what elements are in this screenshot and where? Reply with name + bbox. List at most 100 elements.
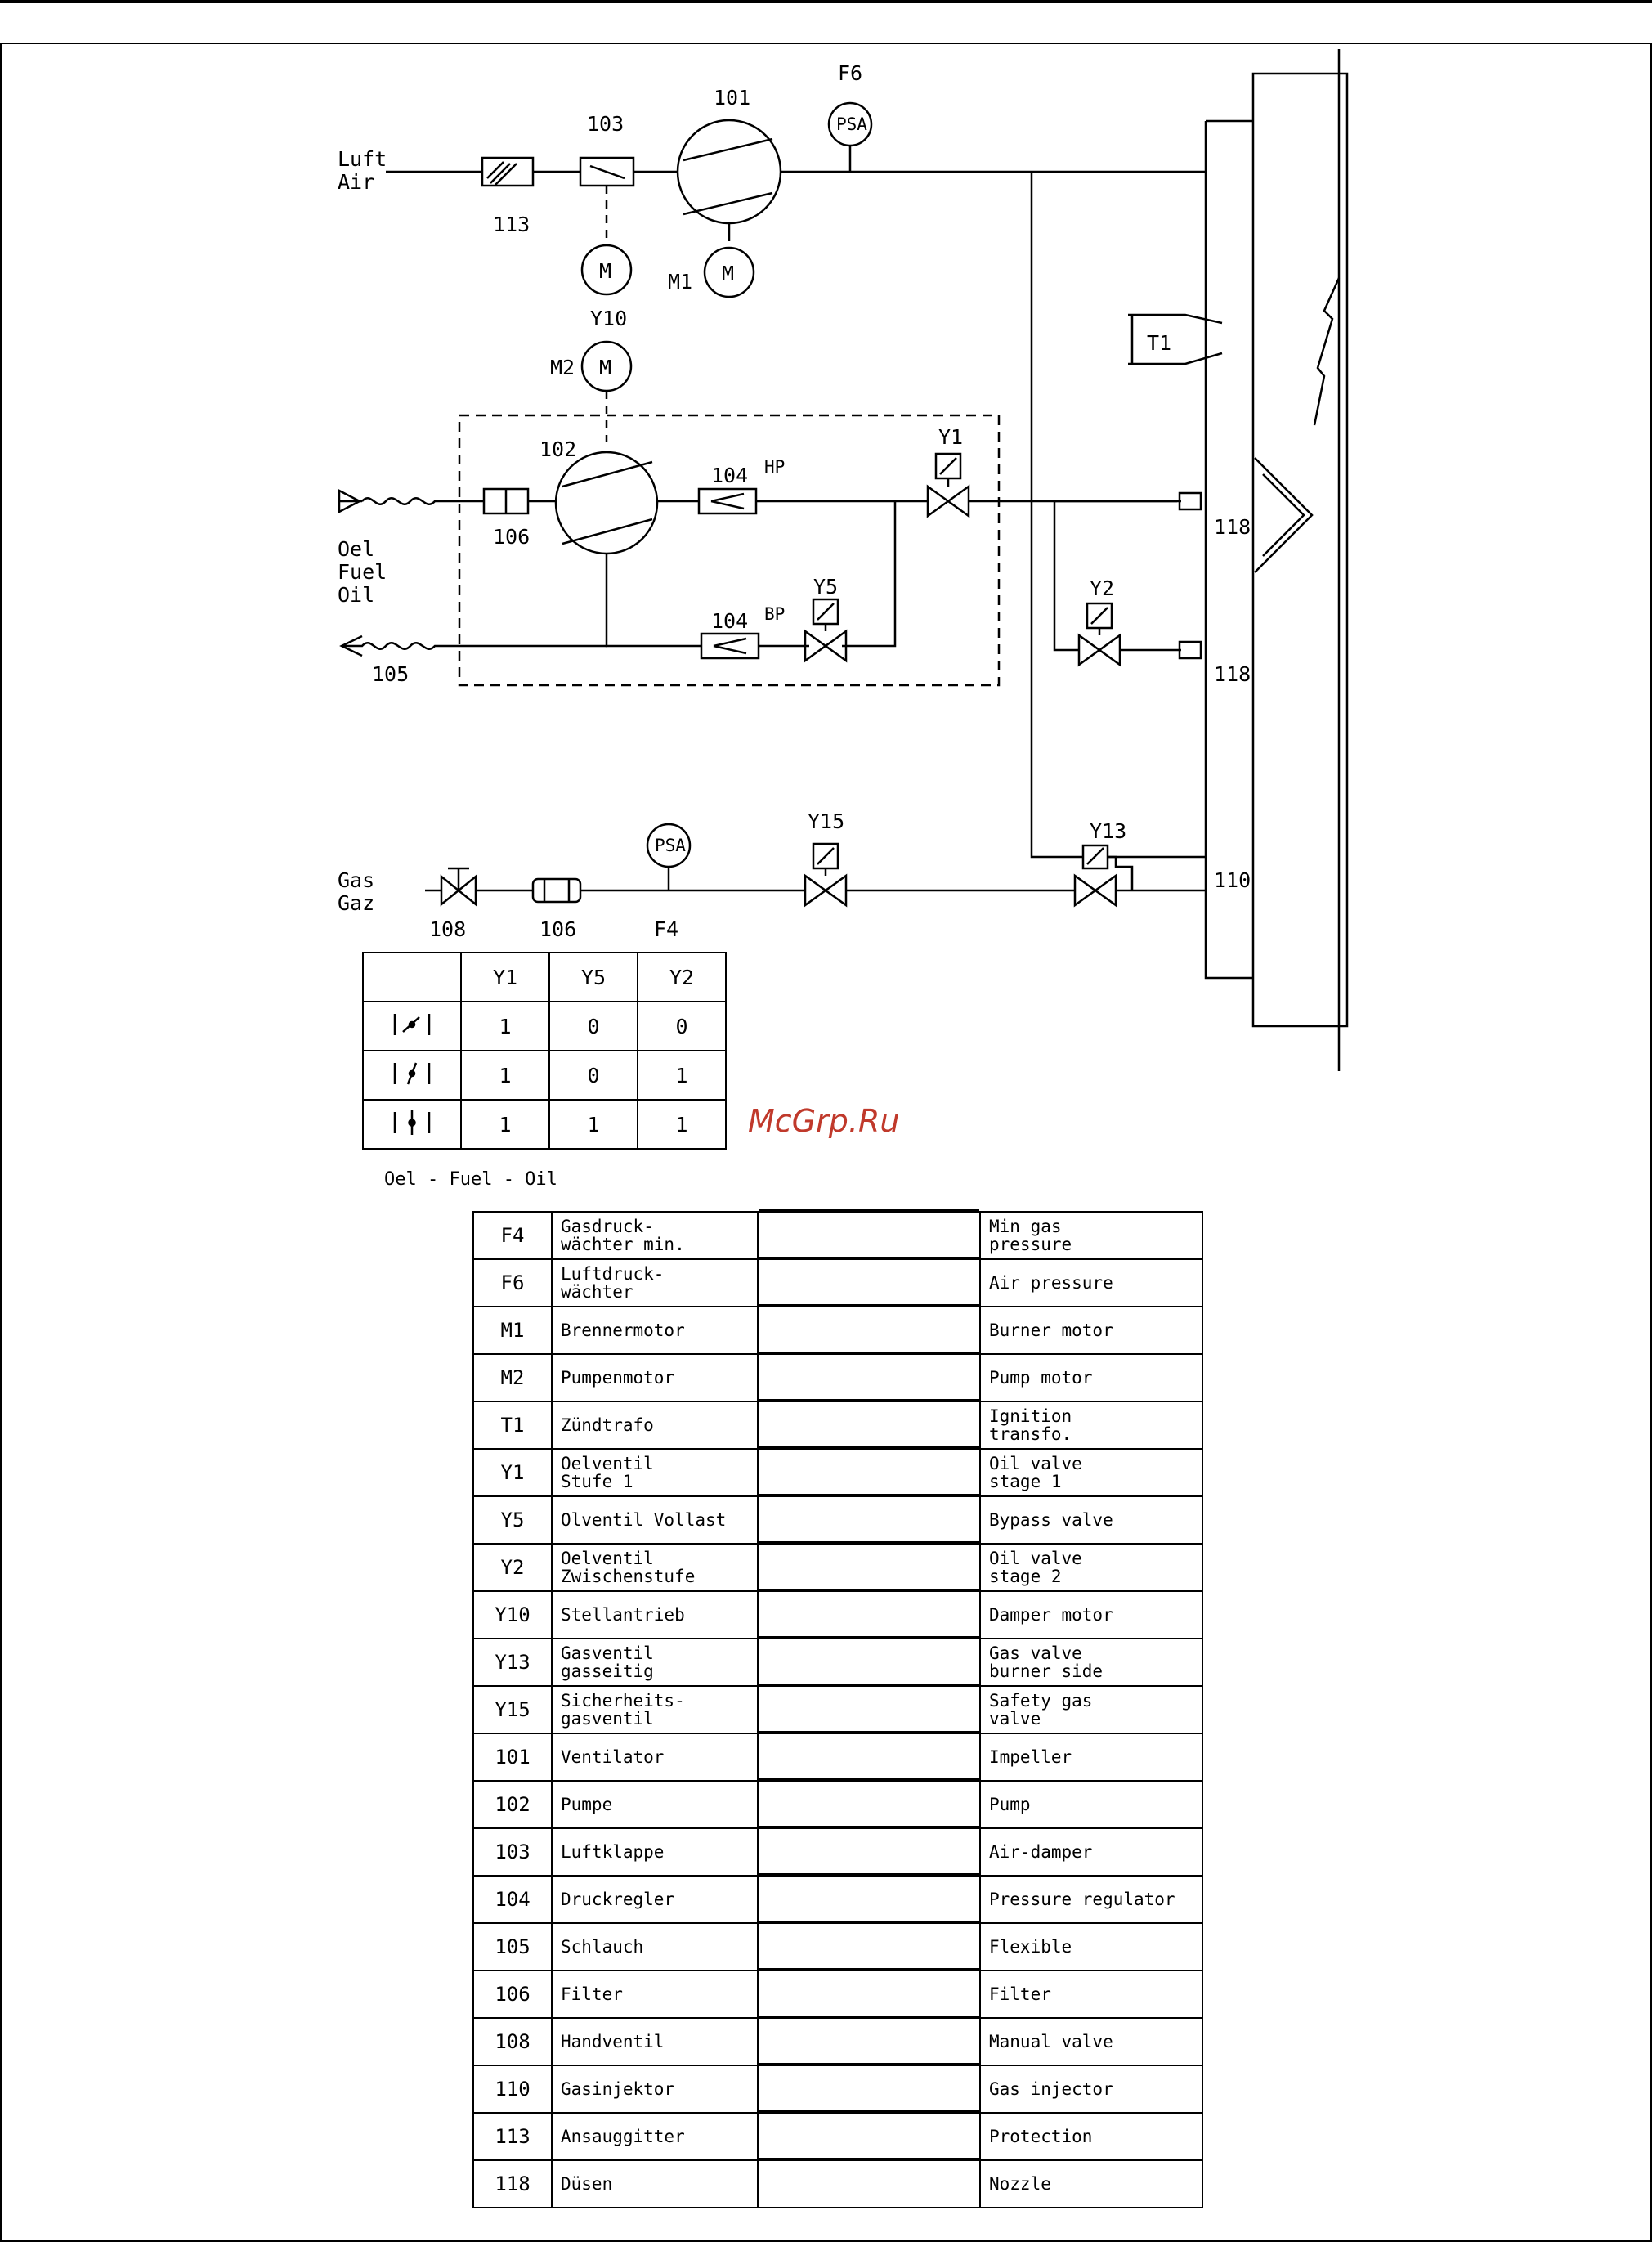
legend-code: 103	[472, 1827, 553, 1877]
burner-schematic: Luft Air 113 103 101 F6 PSA M M1 M Y10 M…	[338, 49, 1349, 1139]
label-y15: Y15	[808, 809, 844, 833]
damper-motor	[580, 244, 633, 296]
legend-german: Gasinjektor	[551, 2065, 759, 2114]
legend-german: Stellantrieb	[551, 1590, 759, 1639]
legend-english: Pump	[979, 1780, 1203, 1829]
burner-body	[1204, 119, 1253, 980]
legend-blank-cell	[757, 2064, 981, 2114]
psa-f6	[827, 101, 873, 147]
label-m1-motor: M	[722, 262, 734, 285]
label-118-a: 118	[1214, 515, 1251, 539]
legend-blank-cell	[757, 1258, 981, 1307]
header-blank	[362, 952, 462, 1002]
state-row: 1 0 0	[362, 1001, 727, 1051]
page-top-rule	[0, 0, 1652, 3]
damper-low-icon	[393, 1014, 431, 1035]
legend-german: Olventil Vollast	[551, 1495, 759, 1545]
label-102: 102	[539, 437, 576, 461]
state-table-header: Y1 Y5 Y2	[362, 952, 727, 1002]
legend-code: Y5	[472, 1495, 553, 1545]
legend-german: Zündtrafo	[551, 1401, 759, 1450]
label-psa-f6: PSA	[836, 114, 867, 134]
legend-english: Pressure regulator	[979, 1875, 1203, 1924]
pump-102	[554, 451, 659, 555]
motor-m1	[703, 246, 755, 298]
label-y5: Y5	[813, 575, 838, 599]
label-hp: HP	[764, 457, 785, 477]
label-y13: Y13	[1090, 819, 1126, 843]
stage-1-symbol	[362, 1001, 462, 1051]
valve-y2	[1077, 633, 1121, 667]
cell-y1: 1	[460, 1050, 550, 1101]
header-y1: Y1	[460, 952, 550, 1002]
legend-english: Ignition transfo.	[979, 1401, 1203, 1450]
burner-housing	[1251, 72, 1349, 1028]
legend-code: F6	[472, 1258, 553, 1307]
legend-blank-cell	[757, 1637, 981, 1687]
legend-code: M1	[472, 1306, 553, 1355]
label-m2-motor: M	[599, 356, 611, 379]
regulator-104-bp	[700, 632, 760, 660]
label-y10: Y10	[590, 307, 627, 330]
blast-tube	[1313, 277, 1341, 426]
legend-code: 106	[472, 1970, 553, 2019]
legend-code: Y1	[472, 1448, 553, 1497]
legend-blank-cell	[757, 2016, 981, 2066]
nozzle-118-a	[1178, 491, 1202, 511]
legend-german: Handventil	[551, 2017, 759, 2066]
legend-english: Protection	[979, 2112, 1203, 2161]
legend-code: 118	[472, 2159, 553, 2208]
legend-code: Y15	[472, 1685, 553, 1734]
label-oel: Oel	[338, 537, 374, 561]
legend-code: 105	[472, 1922, 553, 1971]
legend-german: Ventilator	[551, 1733, 759, 1782]
valve-y15	[804, 873, 848, 908]
legend-code: M2	[472, 1353, 553, 1402]
legend-blank-cell	[757, 1969, 981, 2019]
legend-german: Schlauch	[551, 1922, 759, 1971]
legend-blank-cell	[757, 1827, 981, 1877]
label-m2: M2	[550, 356, 575, 379]
legend-english: Impeller	[979, 1733, 1203, 1782]
label-106-oil: 106	[493, 525, 530, 549]
damper-open-icon	[393, 1110, 431, 1135]
label-110: 110	[1214, 868, 1251, 892]
legend-english: Oil valve stage 2	[979, 1543, 1203, 1592]
legend-code: 102	[472, 1780, 553, 1829]
legend-english: Air pressure	[979, 1258, 1203, 1307]
legend-blank-cell	[757, 1447, 981, 1497]
legend-german: Pumpenmotor	[551, 1353, 759, 1402]
legend-english: Safety gas valve	[979, 1685, 1203, 1734]
legend-code: 110	[472, 2065, 553, 2114]
manual-valve-108	[440, 874, 477, 907]
return-arrow	[339, 634, 363, 657]
legend-german: Brennermotor	[551, 1306, 759, 1355]
state-row: 1 1 1	[362, 1099, 727, 1150]
air-to-gas-line	[1030, 172, 1083, 859]
legend-german: Luftklappe	[551, 1827, 759, 1877]
legend-german: Luftdruck- wächter	[551, 1258, 759, 1307]
legend-code: 101	[472, 1733, 553, 1782]
legend-code: 108	[472, 2017, 553, 2066]
cell-y5: 0	[548, 1001, 638, 1051]
legend-blank-cell	[757, 2111, 981, 2161]
watermark: McGrp.Ru	[748, 1103, 899, 1139]
oil-supply-line	[339, 497, 556, 505]
label-m-damper: M	[599, 259, 611, 283]
legend-blank-cell	[757, 1210, 981, 1260]
label-psa-f4: PSA	[655, 836, 686, 855]
legend-english: Damper motor	[979, 1590, 1203, 1639]
legend-blank-cell	[757, 1732, 981, 1782]
gas-filter-106	[531, 877, 582, 904]
legend-german: Druckregler	[551, 1875, 759, 1924]
